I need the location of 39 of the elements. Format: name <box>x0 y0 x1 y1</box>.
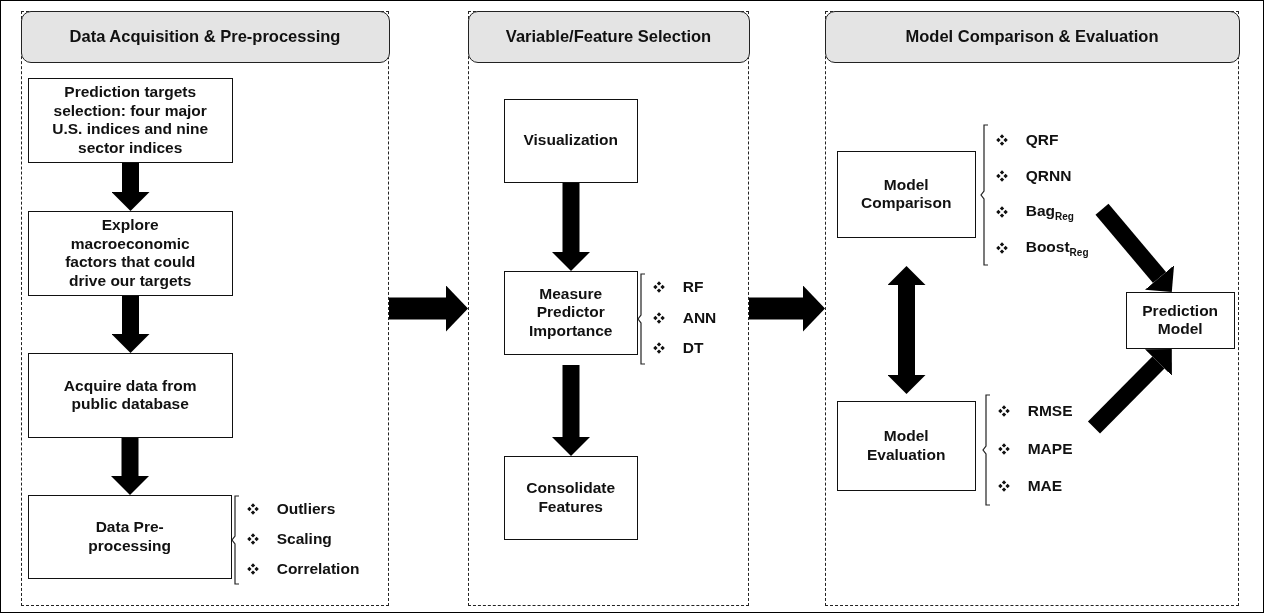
block-arrow <box>552 183 590 271</box>
process-box: Measure Predictor Importance <box>503 270 638 355</box>
list-item-text: ANN <box>682 308 717 327</box>
process-box: Explore macroeconomic factors that could drive our targets <box>27 210 233 296</box>
process-box: Consolidate Features <box>503 455 638 540</box>
process-box: Data Pre-processing <box>27 494 232 579</box>
process-box: Model Comparison <box>836 150 976 238</box>
list-item-text: MAPE <box>1027 439 1073 458</box>
list-item-text: MAE <box>1027 477 1063 495</box>
list-item-text: QRNN <box>1025 166 1072 185</box>
process-box: Prediction targets selection: four major U.S. indices and nine sector indices <box>27 77 233 163</box>
list-item-text: Scaling <box>276 529 332 548</box>
list-item-text: Boost$_{Reg}$ <box>1025 237 1089 259</box>
process-box: Acquire data from public database <box>27 352 233 438</box>
list-item-text: Correlation <box>276 559 360 578</box>
list-item-text: RF <box>682 278 704 296</box>
panel-header: Data Acquisition & Pre-processing <box>20 10 390 63</box>
block-arrow <box>111 296 150 353</box>
process-box: Model Evaluation <box>836 400 976 491</box>
process-box: Prediction Model <box>1125 291 1235 349</box>
block-arrow <box>1095 203 1175 292</box>
dashed-panel <box>825 11 1239 606</box>
list-item-text: QRF <box>1025 131 1059 150</box>
dashed-panel <box>21 11 389 606</box>
list-item-text: DT <box>682 339 704 358</box>
block-arrow <box>389 285 468 332</box>
block-arrow <box>887 266 926 394</box>
list-item-text: Bag$_{Reg}$ <box>1025 202 1074 223</box>
block-arrow <box>111 438 149 495</box>
block-arrow <box>1087 349 1172 434</box>
list-item-text: RMSE <box>1027 402 1073 421</box>
dashed-panel <box>468 11 749 606</box>
panel-header: Model Comparison & Evaluation <box>824 10 1240 63</box>
process-box: Visualization <box>503 98 638 183</box>
block-arrow <box>111 163 150 211</box>
block-arrow <box>749 285 825 332</box>
panel-header: Variable/Feature Selection <box>467 10 750 63</box>
block-arrow <box>552 365 590 456</box>
list-item-text: Outliers <box>276 499 336 518</box>
